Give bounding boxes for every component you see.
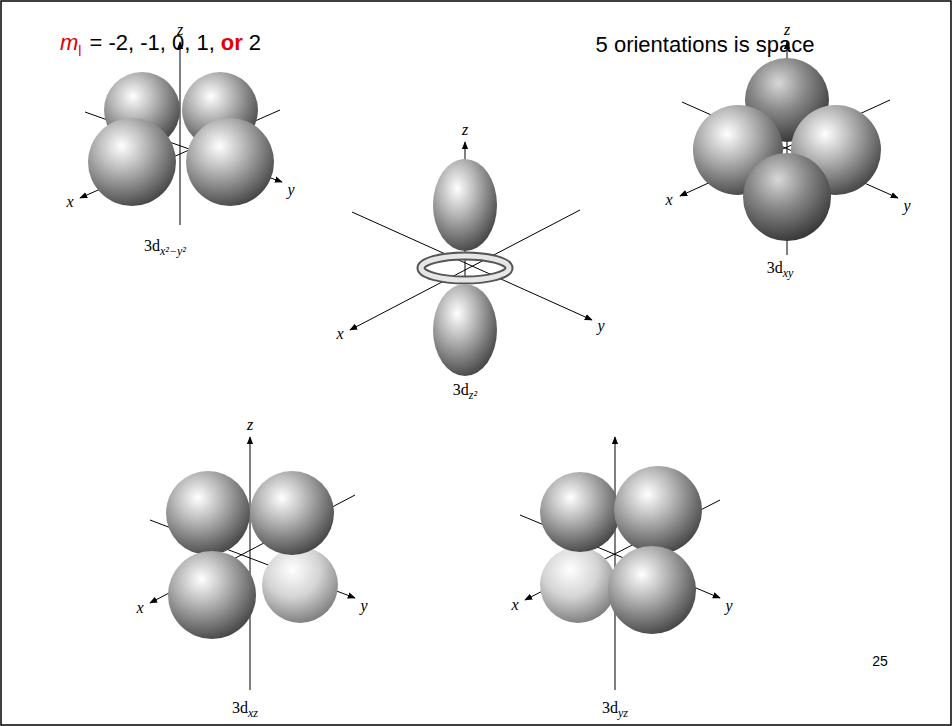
dxy-orbital: [680, 42, 898, 255]
dz2-orbital: [350, 142, 592, 376]
axis-label: z: [462, 121, 468, 139]
axis-label: y: [597, 317, 604, 335]
quantum-number-text: or: [221, 30, 243, 56]
quantum-number-text: 2: [249, 30, 261, 56]
axis-label: z: [177, 21, 183, 39]
orbital-label: 3dxz: [232, 699, 258, 720]
quantum-number-text: m: [60, 30, 78, 56]
quantum-number-text: = -2, -1, 0, 1,: [89, 30, 214, 56]
dx2y2-orbital: [80, 42, 282, 225]
quantum-number-text: l: [78, 43, 81, 59]
axis-label: x: [511, 596, 518, 614]
orbital-label: 3dyz: [602, 699, 628, 720]
axis-label: y: [287, 181, 294, 199]
axis-label: x: [665, 191, 672, 209]
axis-label: y: [903, 197, 910, 215]
dyz-orbital: [520, 437, 720, 690]
axis-label: z: [247, 416, 253, 434]
page-number: 25: [872, 654, 888, 669]
dxz-orbital: [150, 437, 355, 690]
axis-label: x: [136, 599, 143, 617]
orbital-label: 3dxy: [767, 259, 794, 280]
axis-label: x: [66, 193, 73, 211]
orbital-label: 3dx²−y²: [144, 237, 186, 258]
axis-label: z: [784, 21, 790, 39]
axis-label: x: [336, 325, 343, 343]
subtitle: 5 orientations is space: [596, 33, 815, 57]
axis-label: y: [725, 597, 732, 615]
orbital-label: 3dz²: [453, 381, 477, 402]
quantum-number-line: ml = -2, -1, 0, 1, or2: [60, 30, 261, 56]
axis-label: y: [360, 597, 367, 615]
